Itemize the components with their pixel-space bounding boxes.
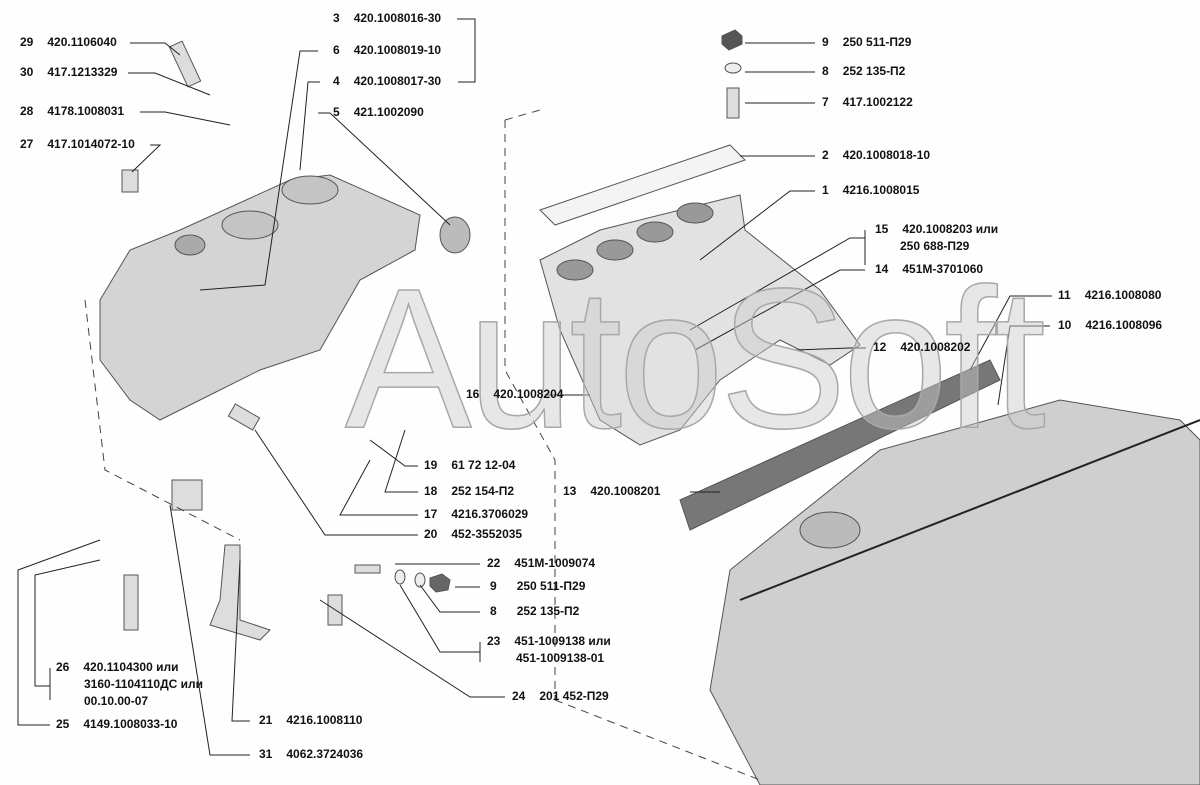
leader-lines — [17, 18, 1052, 756]
fitting-part-27 — [121, 169, 139, 193]
hose-part-26 — [123, 574, 139, 631]
intake-manifold-right — [539, 194, 861, 446]
hose-part-29 — [168, 40, 202, 88]
bracket-part-21 — [209, 544, 271, 641]
stud-part-22 — [354, 564, 381, 574]
cylinder-head — [709, 399, 1200, 785]
nut-part-9 — [721, 29, 743, 51]
plug-part-5 — [439, 216, 471, 254]
gasket-part-11 — [679, 359, 1001, 531]
sensor-part-20 — [227, 403, 261, 431]
gasket-part-2 — [539, 144, 746, 226]
stud-part-7 — [726, 87, 740, 119]
intake-manifold-left — [99, 174, 421, 421]
bracket-part-31 — [171, 479, 203, 511]
